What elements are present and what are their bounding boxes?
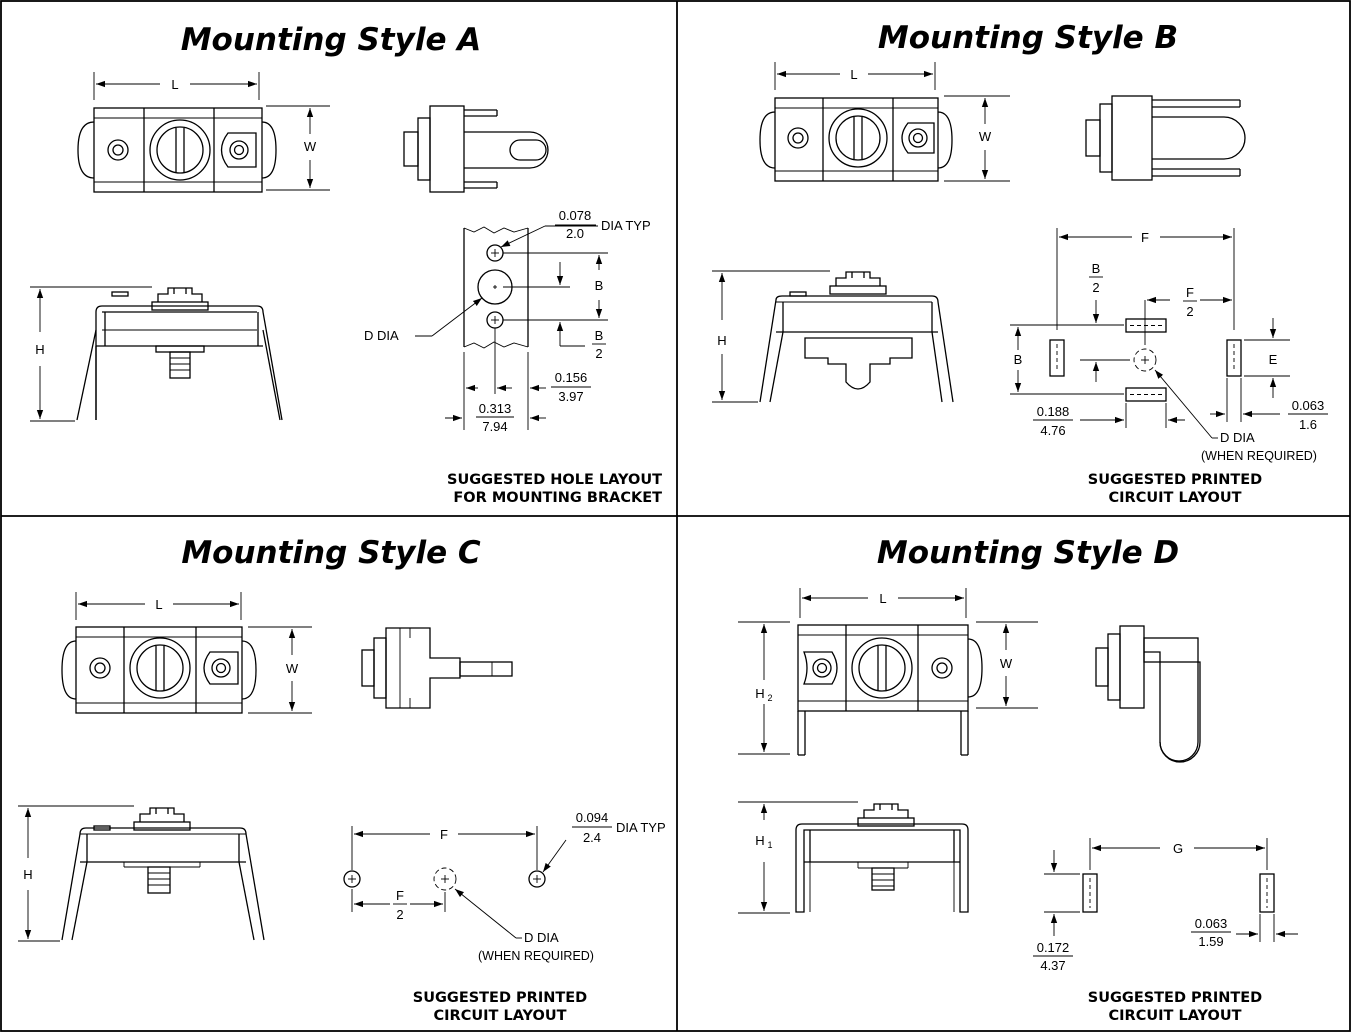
panel-d-dim-063-den: 1.59 <box>1198 934 1223 949</box>
panel-d-dim-l: L <box>879 591 886 606</box>
panel-b-dim-f-half-den: 2 <box>1186 304 1193 319</box>
panel-c-dim-f-half-num: F <box>396 888 404 903</box>
panel-d-dim-w: W <box>1000 656 1013 671</box>
panel-a-top-view: L W <box>77 72 330 193</box>
panel-d-top-view: L W H 2 <box>738 588 1038 756</box>
panel-mounting-style-b: Mounting Style B L W <box>712 20 1328 506</box>
panel-a-hole-layout: 0.078 2.0 DIA TYP B B 2 D DIA <box>364 208 651 434</box>
panel-mounting-style-d: Mounting Style D L W <box>738 535 1298 1024</box>
panel-b-when-required: (WHEN REQUIRED) <box>1201 449 1317 463</box>
panel-b-dim-063-den: 1.6 <box>1299 417 1317 432</box>
panel-c-dim-l: L <box>155 597 162 612</box>
panel-c-dim-h: H <box>23 867 32 882</box>
panel-b-dim-l: L <box>850 67 857 82</box>
panel-a-hole-dia-den: 2.0 <box>566 226 584 241</box>
panel-b-dim-188-den: 4.76 <box>1040 423 1065 438</box>
panel-d-dim-h2-sub: 2 <box>767 693 772 703</box>
panel-c-dim-f-half-den: 2 <box>396 907 403 922</box>
panel-a-dim-156-den: 3.97 <box>558 389 583 404</box>
panel-c-caption-line2: CIRCUIT LAYOUT <box>434 1008 567 1024</box>
panel-a-caption-line2: FOR MOUNTING BRACKET <box>453 490 662 506</box>
panel-d-caption-line2: CIRCUIT LAYOUT <box>1109 1008 1242 1024</box>
panel-a-title: Mounting Style A <box>181 22 482 58</box>
panel-b-dim-w: W <box>979 129 992 144</box>
panel-b-top-view: L W <box>759 62 1010 182</box>
panel-c-side-view <box>361 627 513 709</box>
panel-b-title: Mounting Style B <box>878 20 1178 56</box>
panel-mounting-style-c: Mounting Style C L W <box>18 535 666 1024</box>
panel-a-side-view <box>403 105 549 193</box>
panel-a-front-view: H <box>30 286 283 422</box>
panel-a-d-dia: D DIA <box>364 328 399 343</box>
panel-c-dim-f: F <box>440 827 448 842</box>
panel-c-hole-dia-num: 0.094 <box>576 810 609 825</box>
panel-b-dim-e: E <box>1269 352 1278 367</box>
panel-a-dim-w: W <box>304 139 317 154</box>
panel-b-d-dia: D DIA <box>1220 430 1255 445</box>
panel-d-dim-172-num: 0.172 <box>1037 940 1070 955</box>
panel-b-dim-063-num: 0.063 <box>1292 398 1325 413</box>
panel-b-dim-h: H <box>717 333 726 348</box>
panel-a-hole-dia-suffix: DIA TYP <box>601 218 651 233</box>
panel-c-front-view: H <box>18 805 265 942</box>
panel-c-dim-w: W <box>286 661 299 676</box>
panel-d-title: Mounting Style D <box>877 535 1179 571</box>
panel-d-side-view <box>1095 625 1201 763</box>
panel-b-dim-b-half-num: B <box>1092 261 1101 276</box>
panel-b-dim-b: B <box>1014 352 1023 367</box>
panel-d-dim-172-den: 4.37 <box>1040 958 1065 973</box>
panel-b-side-view <box>1085 95 1246 181</box>
panel-a-dim-l: L <box>171 77 178 92</box>
panel-d-dim-h1: H <box>755 833 764 848</box>
panel-b-dim-188-num: 0.188 <box>1037 404 1070 419</box>
panel-b-caption-line1: SUGGESTED PRINTED <box>1088 472 1262 488</box>
panel-c-hole-dia-suffix: DIA TYP <box>616 820 666 835</box>
panel-a-dim-b-half-den: 2 <box>595 346 602 361</box>
panel-c-hole-dia-den: 2.4 <box>583 830 601 845</box>
panel-d-dim-g: G <box>1173 841 1183 856</box>
panel-a-dim-156-num: 0.156 <box>555 370 588 385</box>
panel-a-dim-b: B <box>595 278 604 293</box>
panel-c-caption-line1: SUGGESTED PRINTED <box>413 990 587 1006</box>
panel-mounting-style-a: Mounting Style A L W <box>30 22 662 506</box>
panel-a-dim-313-den: 7.94 <box>482 419 507 434</box>
panel-b-dim-f: F <box>1141 230 1149 245</box>
panel-b-caption-line2: CIRCUIT LAYOUT <box>1109 490 1242 506</box>
panel-a-hole-dia-num: 0.078 <box>559 208 592 223</box>
panel-d-dim-h1-sub: 1 <box>767 840 772 850</box>
panel-b-front-view: H <box>712 270 954 403</box>
panel-a-dim-313-num: 0.313 <box>479 401 512 416</box>
panel-a-caption-line1: SUGGESTED HOLE LAYOUT <box>447 472 662 488</box>
panel-d-dim-063-num: 0.063 <box>1195 916 1228 931</box>
panel-c-title: Mounting Style C <box>181 535 481 571</box>
panel-b-circuit-layout: F F 2 B B 2 <box>1010 228 1328 463</box>
panel-d-front-view: H 1 <box>738 801 969 914</box>
panel-c-when-required: (WHEN REQUIRED) <box>478 949 594 963</box>
panel-c-circuit-layout: F F 2 D DIA (WHEN REQUIRED) 0.094 2.4 DI… <box>343 810 666 963</box>
panel-a-dim-h: H <box>35 342 44 357</box>
panel-b-dim-b-half-den: 2 <box>1092 280 1099 295</box>
panel-d-dim-h2: H <box>755 686 764 701</box>
panel-c-top-view: L W <box>61 592 312 714</box>
panel-b-dim-f-half-num: F <box>1186 285 1194 300</box>
panel-a-dim-b-half-num: B <box>595 328 604 343</box>
panel-d-caption-line1: SUGGESTED PRINTED <box>1088 990 1262 1006</box>
panel-c-d-dia: D DIA <box>524 930 559 945</box>
panel-d-circuit-layout: G 0.172 4.37 0.063 1.59 <box>1033 838 1298 973</box>
